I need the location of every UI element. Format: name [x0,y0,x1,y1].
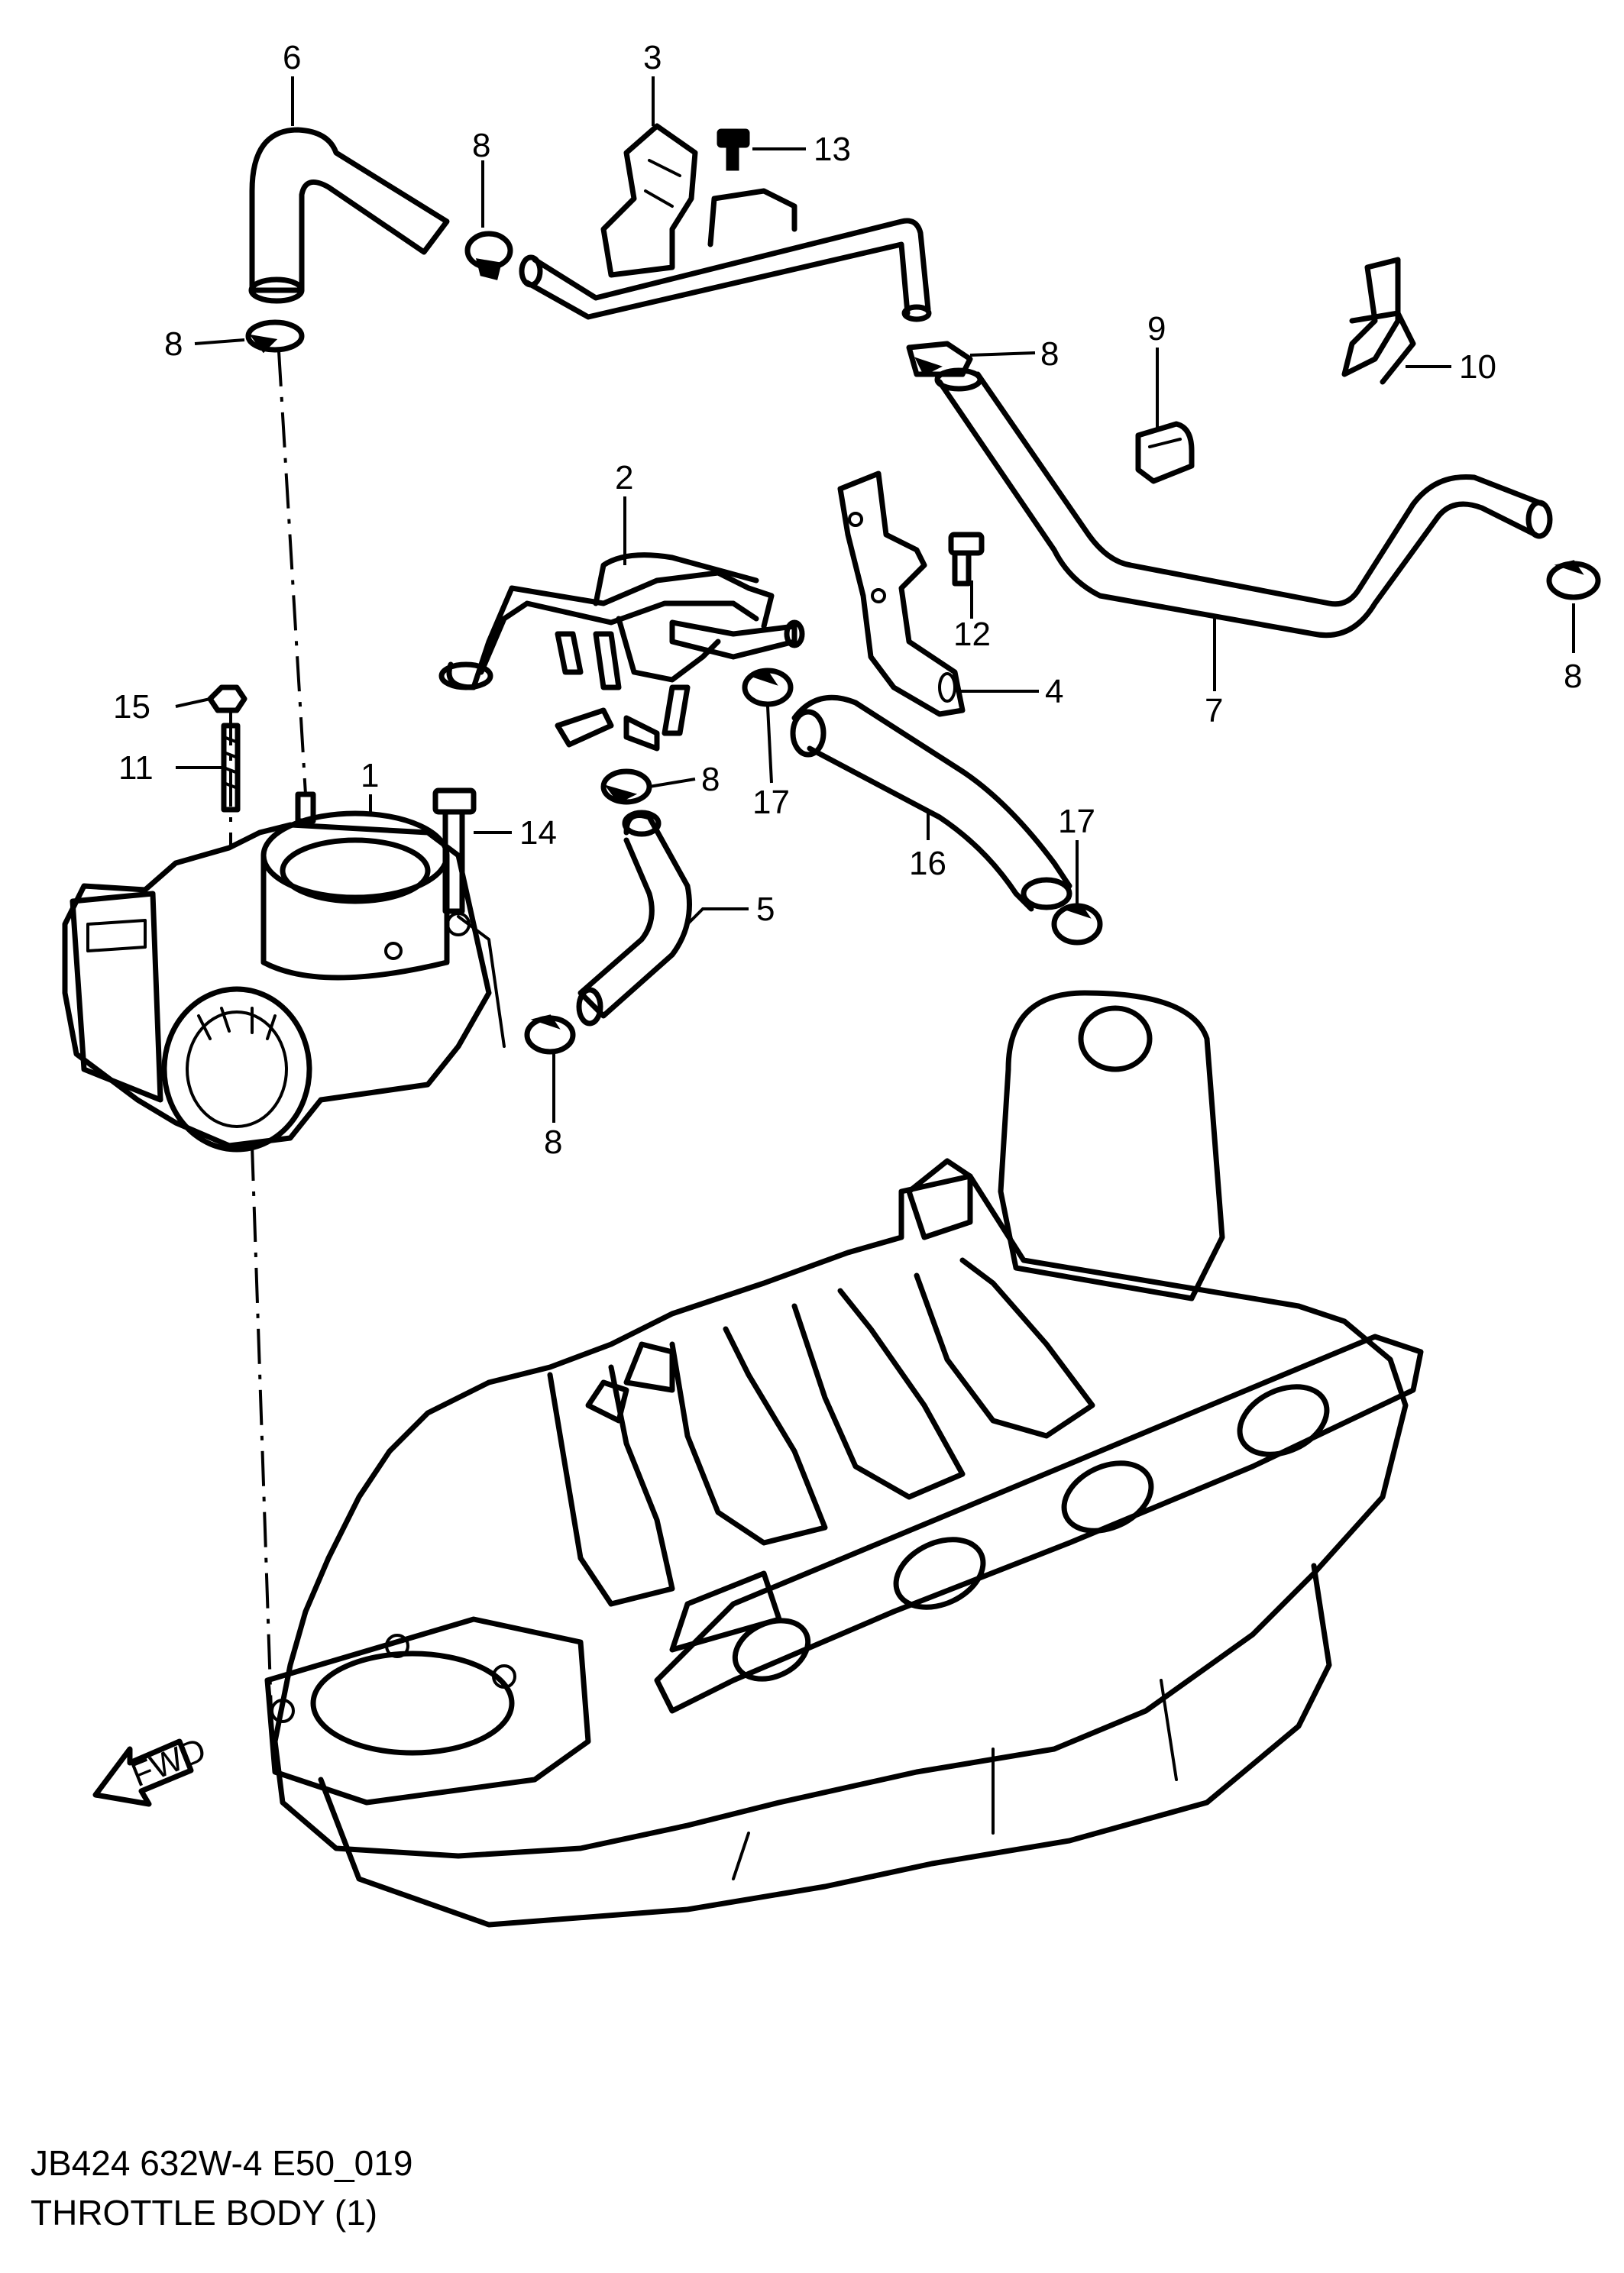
callout-8b: 8 [164,325,183,363]
callout-13: 13 [814,131,851,168]
clamp-8e [600,768,652,805]
fwd-label: FWD [126,1731,211,1794]
diagram-code: JB424 632W-4 E50_019 [31,2143,413,2183]
callout-8f: 8 [544,1124,562,1161]
clamp-17a [742,668,794,707]
fwd-arrow: FWD [92,1731,211,1807]
callout-11: 11 [118,749,154,787]
callout-16: 16 [909,845,946,882]
leader-lines [175,76,1575,1123]
hose-16 [790,694,1072,912]
callout-12: 12 [953,616,991,653]
callout-15: 15 [113,688,150,726]
alignment-lines [229,351,307,1712]
callout-numbers: 6 3 13 8 8 8 9 10 2 12 8 7 4 1 15 11 8 1… [113,39,1582,1161]
callout-17b: 17 [1058,803,1095,840]
clamp-8a [464,231,513,280]
clamp-17b [1051,903,1103,946]
callout-8e: 8 [701,761,720,798]
clip-10 [1341,257,1416,385]
nut-15 [207,684,247,713]
clamp-8f [524,1014,576,1055]
callout-1: 1 [361,757,379,794]
callout-10: 10 [1459,348,1496,386]
bolt-12 [948,532,985,587]
callout-7: 7 [1205,692,1223,729]
callout-4: 4 [1045,673,1063,710]
pipe-bracket-3 [519,123,932,322]
clip-9 [1135,421,1195,484]
hose-5 [576,810,692,1027]
clamp-8d [1546,560,1601,600]
pipe-assembly-2 [438,552,805,752]
callout-9: 9 [1147,310,1166,348]
callout-3: 3 [643,39,662,76]
hose-6 [248,127,450,304]
diagram-title: THROTTLE BODY (1) [31,2193,378,2233]
hose-clamps [245,231,1601,1055]
intake-manifold [264,990,1424,1928]
callout-6: 6 [283,39,301,76]
callout-2: 2 [615,459,633,496]
bolt-13 [717,128,750,171]
clamp-8b [245,319,305,354]
callout-8d: 8 [1564,658,1582,695]
bracket-4 [837,470,966,717]
callout-14: 14 [519,814,557,852]
callout-17a: 17 [752,784,790,821]
throttle-body-1 [62,684,506,1153]
clamp-8c [906,341,973,377]
callout-8c: 8 [1040,335,1059,373]
callout-8a: 8 [472,127,490,164]
hose-7 [934,367,1553,639]
callout-5: 5 [756,891,775,928]
